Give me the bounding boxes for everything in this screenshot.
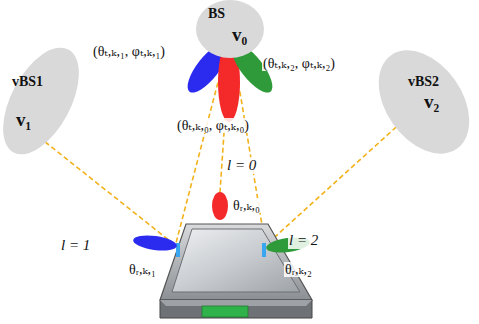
path-index: l = 0 [226,157,257,174]
virtual-bs-ellipse: vBS1 v₁ [2,48,80,154]
rx-angle-label: θᵣ,ₖ,₂ [284,262,313,277]
rx-angle-label: θᵣ,ₖ,₀ [232,198,261,213]
base-station-ellipse: BS v₀ [196,0,264,58]
ellipse-outline [0,36,95,167]
beam-angle-label: (θₜ,ₖ,₁, φₜ,ₖ,₁) [92,44,166,59]
beam-angle-label: (θₜ,ₖ,₂, φₜ,ₖ,₂) [262,56,336,71]
node-name: vBS1 [12,74,43,89]
rx-beam [212,192,228,220]
node-name: BS [208,6,225,21]
position-vector: v₁ [16,110,31,131]
path-index: l = 2 [288,232,319,249]
ellipse-outline [196,0,264,58]
beam-angle-label: (θₜ,ₖ,₀, φₜ,ₖ,₀) [176,118,250,133]
ellipse-outline [2,48,80,154]
position-vector: v₀ [232,25,247,46]
ellipse-outline [360,33,479,170]
ellipse-outline [196,0,264,58]
virtual-bs-ellipse: vBS2 v₂ [372,52,476,152]
rx-angle-label: θᵣ,ₖ,₁ [128,262,157,277]
position-vector: v₂ [424,92,439,113]
rx-beam [132,233,178,253]
path-index: l = 1 [60,237,91,254]
node-name: vBS2 [408,74,439,89]
